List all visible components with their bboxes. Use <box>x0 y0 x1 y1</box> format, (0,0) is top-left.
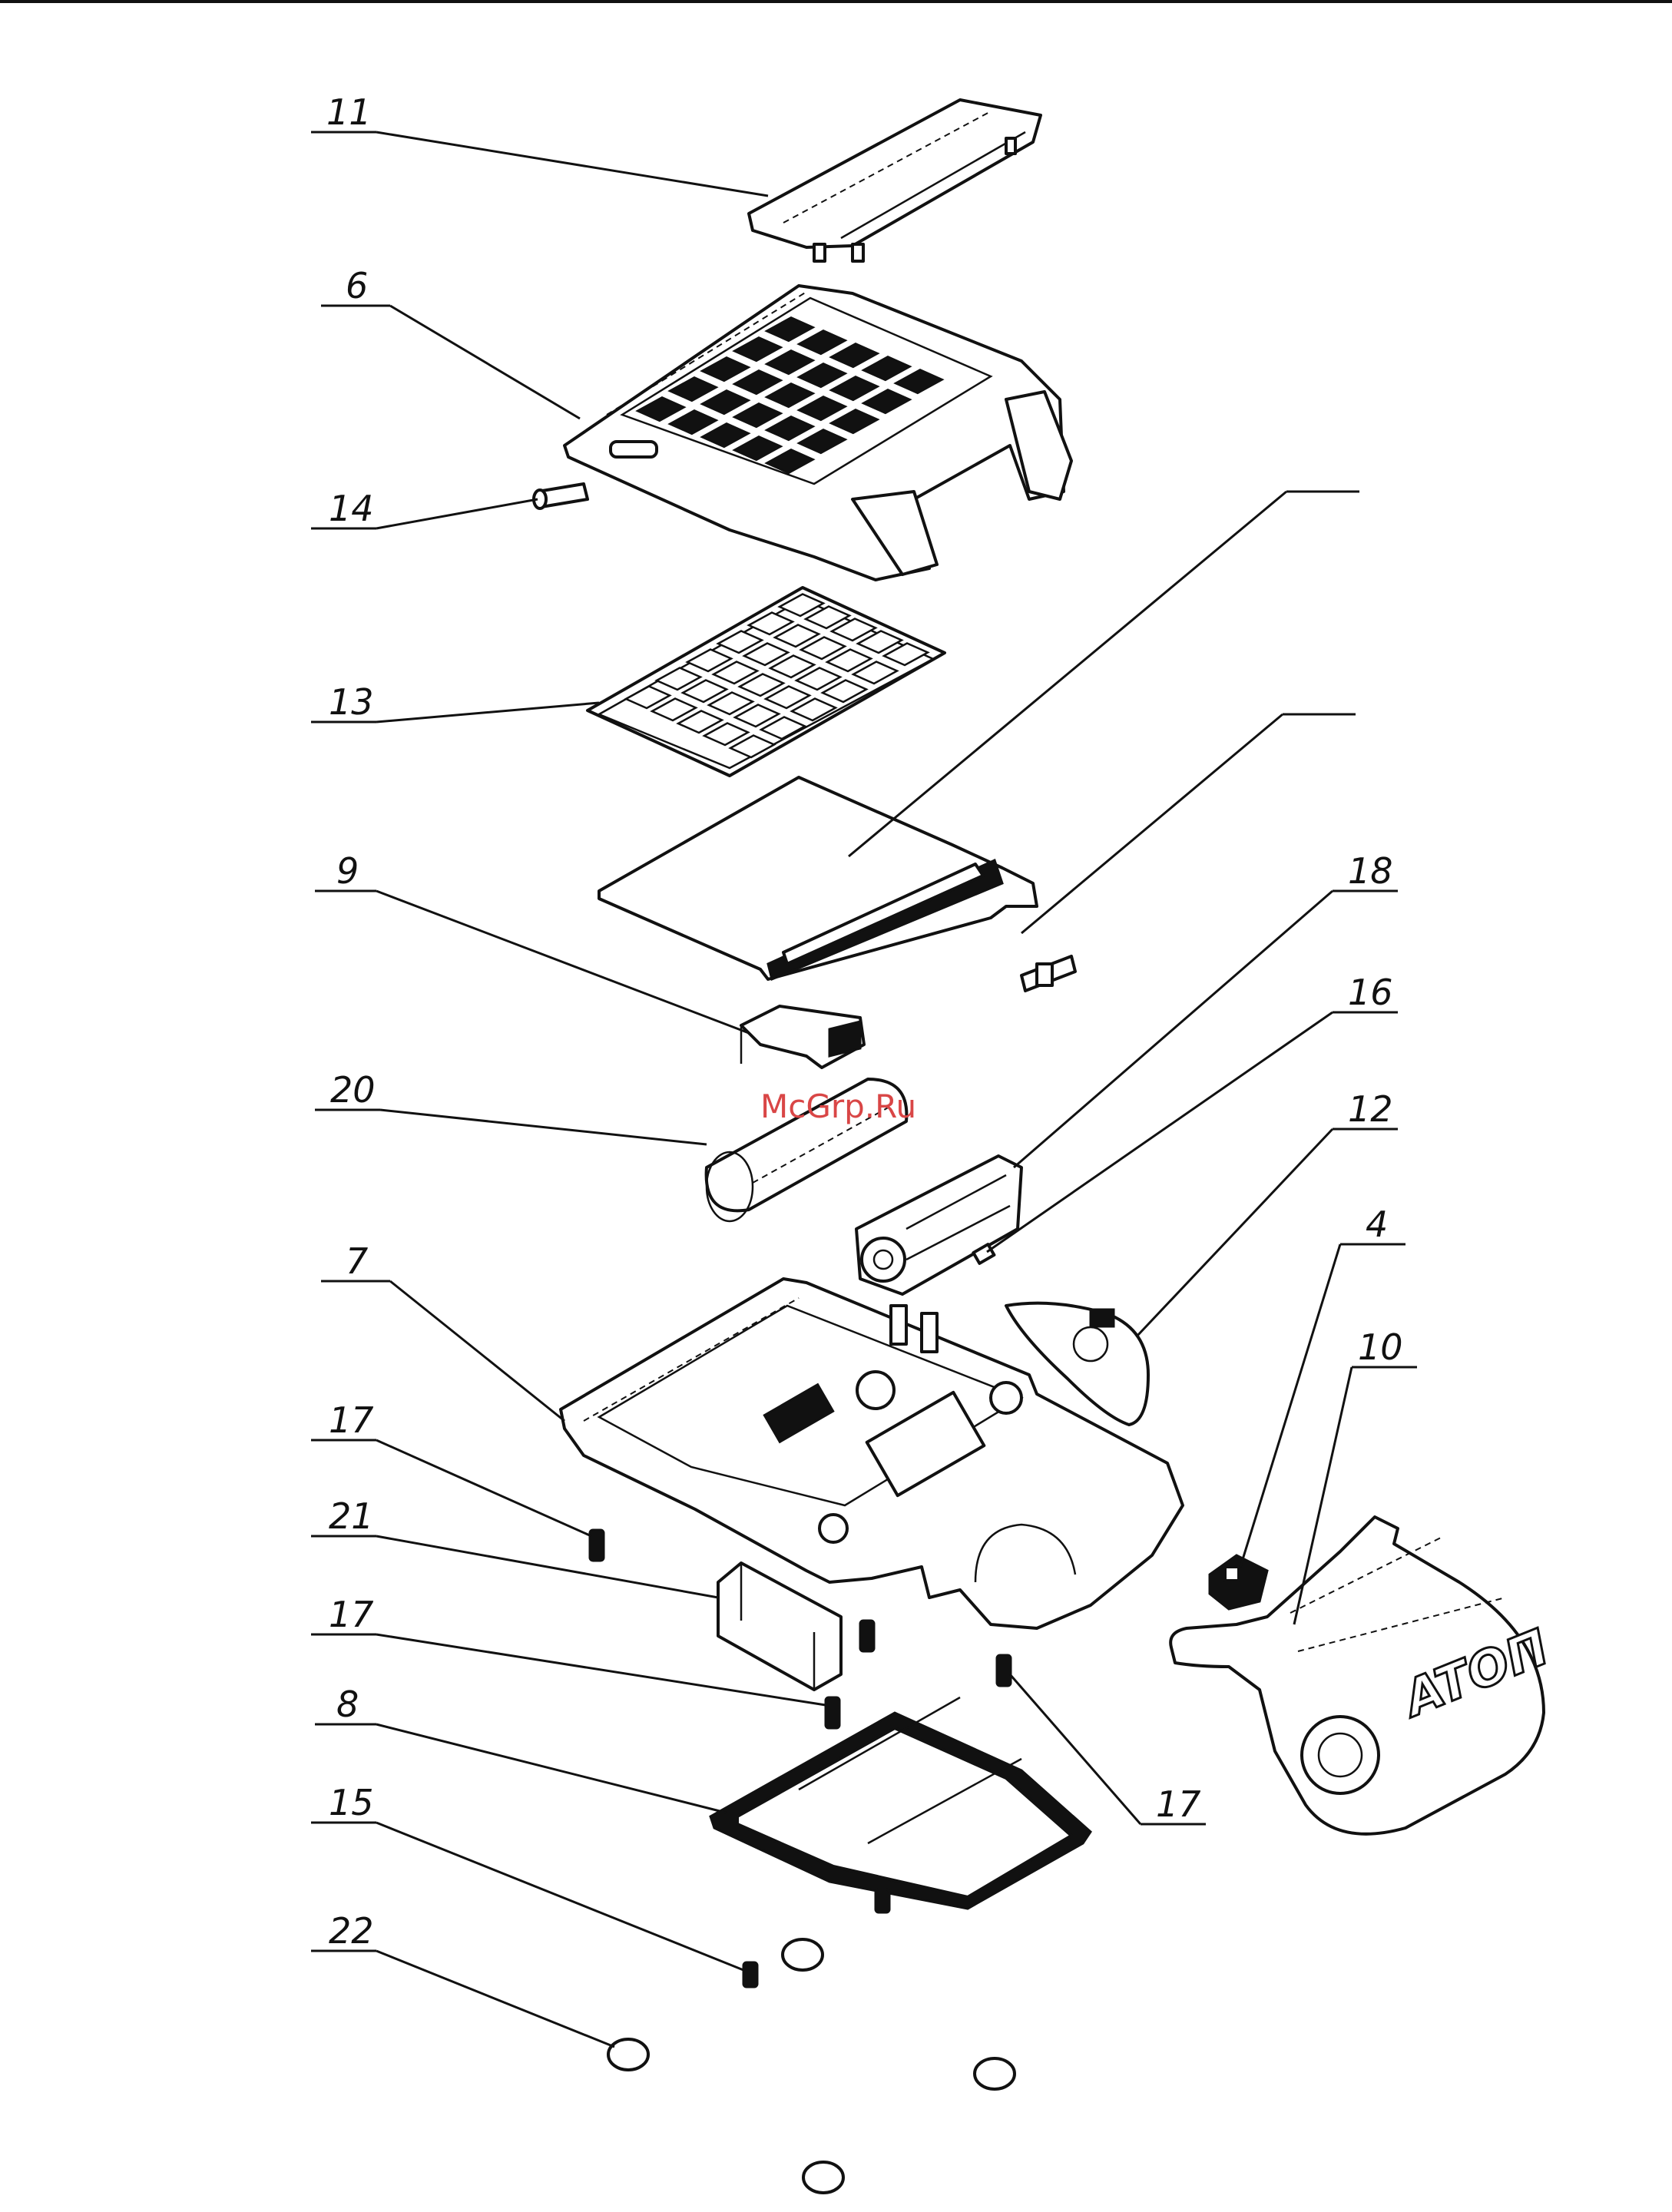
callout-20: 20 <box>315 1069 707 1144</box>
callout-label: 9 <box>336 850 359 892</box>
callout-label: 22 <box>329 1910 374 1952</box>
callout-label: 12 <box>1348 1088 1393 1130</box>
part-11-lid <box>749 100 1041 261</box>
callout-label: 18 <box>1348 850 1393 892</box>
part-14-screw <box>534 484 588 508</box>
callout-label: 17 <box>329 1399 374 1441</box>
part-9-bracket <box>741 1006 864 1068</box>
callout-label: 15 <box>329 1782 374 1823</box>
callout-label: 4 <box>1366 1204 1388 1245</box>
callout-label: 14 <box>329 488 374 529</box>
part-22-feet <box>608 1939 1015 2193</box>
callout-label: 17 <box>329 1594 374 1635</box>
callout-22: 22 <box>311 1910 614 2047</box>
part-18-printer-mechanism <box>856 1156 1021 1294</box>
part-15-screw <box>743 1962 757 1987</box>
callout-label: 8 <box>336 1684 359 1725</box>
callout-21: 21 <box>311 1495 718 1598</box>
callout-label: 20 <box>330 1069 376 1111</box>
callout-14: 14 <box>311 488 538 529</box>
callout-12: 12 <box>1137 1088 1398 1336</box>
callout-18: 18 <box>1014 850 1398 1167</box>
callout-label: 13 <box>329 681 374 723</box>
display-board <box>599 777 1037 979</box>
callout-label: 21 <box>329 1495 374 1537</box>
callout-label: 17 <box>1156 1783 1201 1825</box>
part-4-latch <box>1210 1555 1267 1609</box>
callout-label: 7 <box>346 1240 368 1282</box>
watermark-text: McGrp.Ru <box>760 1088 916 1125</box>
callout-6: 6 <box>321 265 580 419</box>
callout-11: 11 <box>311 91 768 196</box>
part-21-module <box>718 1563 841 1690</box>
callout-label: 6 <box>346 265 368 306</box>
part-8-bottom-plate <box>710 1697 1091 1912</box>
callout-13: 13 <box>311 681 599 723</box>
board-screw <box>1021 956 1075 991</box>
callout-8: 8 <box>315 1684 726 1813</box>
callout-label: 16 <box>1348 972 1393 1013</box>
callout-label: 11 <box>326 91 372 133</box>
callout-4: 4 <box>1240 1204 1405 1567</box>
callout-7: 7 <box>321 1240 565 1421</box>
callout-15: 15 <box>311 1782 743 1970</box>
callout-board-tab <box>1021 714 1356 933</box>
callout-label: 10 <box>1358 1326 1403 1368</box>
